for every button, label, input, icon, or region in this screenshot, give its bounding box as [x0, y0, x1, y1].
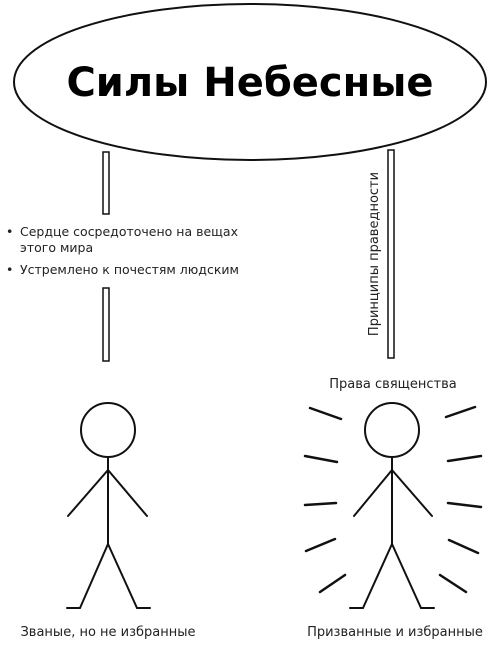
bullet-item: Сердце сосредоточено на вещах этого мира	[6, 224, 266, 256]
heaven-ellipse	[13, 3, 487, 161]
left-caption: Званые, но не избранные	[20, 625, 195, 640]
left-stick-figure	[66, 402, 151, 609]
left-channel-lower	[102, 287, 110, 362]
right-channel	[387, 149, 395, 359]
bullet-item: Устремлено к почестям людским	[6, 262, 266, 278]
left-channel-upper	[102, 151, 110, 215]
priesthood-rights-label: Права священства	[329, 377, 456, 392]
right-stick-figure	[349, 402, 435, 609]
right-caption: Призванные и избранные	[307, 625, 483, 640]
worldly-heart-list: Сердце сосредоточено на вещах этого мира…	[6, 224, 266, 284]
righteousness-label: Принципы праведности	[367, 172, 382, 336]
title-text: Силы Небесные	[66, 60, 433, 106]
radiance-rays	[303, 405, 483, 594]
